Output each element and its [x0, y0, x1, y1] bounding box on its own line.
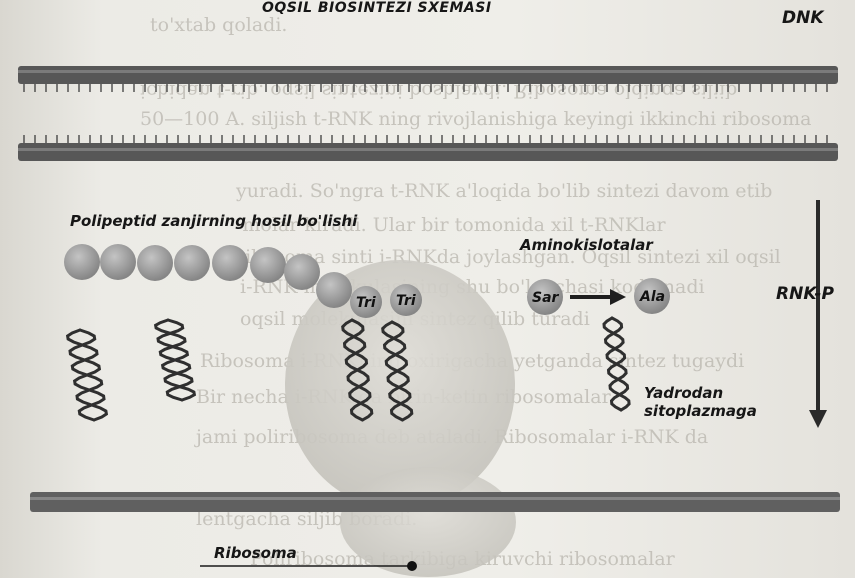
- sar-label: Sar: [532, 290, 560, 306]
- polypeptide-bead: [250, 247, 286, 283]
- polypeptide-chain: [64, 244, 352, 308]
- ala-label: Ala: [639, 289, 665, 305]
- polypeptide-bead: [212, 245, 248, 281]
- diagram-title: OQSIL BIOSINTEZI SXEMASI: [262, 0, 492, 16]
- amino-acids-label: Aminokislotalar: [520, 236, 653, 254]
- polypeptide-bead: [174, 245, 210, 281]
- rnk-p-label: RNK-P: [776, 284, 834, 304]
- tri-label-1: Tri: [356, 295, 376, 311]
- nucleus-to-cytoplasm-label-1: Yadrodan: [644, 384, 723, 402]
- nuclear-membrane: [30, 492, 840, 512]
- amino-acid-sar: Sar: [527, 279, 563, 315]
- polypeptide-bead: [137, 245, 173, 281]
- amino-acid-tri-1: Tri: [350, 286, 382, 318]
- dnk-label: DNK: [782, 8, 824, 28]
- polypeptide-bead: [316, 272, 352, 308]
- amino-acid-tri-2: Tri: [390, 284, 422, 316]
- polypeptide-bead: [284, 254, 320, 290]
- rnk-arrow-down: [809, 200, 827, 428]
- sar-to-ala-arrow: [570, 289, 626, 305]
- polypeptide-bead: [64, 244, 100, 280]
- tri-label-2: Tri: [396, 293, 416, 309]
- nucleus-to-cytoplasm-label-2: sitoplazmaga: [644, 402, 757, 420]
- dna-double-strand: [18, 66, 838, 161]
- amino-acid-ala: Ala: [634, 278, 670, 314]
- ribosome-label: Ribosoma: [214, 544, 297, 562]
- polypeptide-label: Polipeptid zanjirning hosil bo'lishi: [70, 212, 357, 230]
- polypeptide-bead: [100, 244, 136, 280]
